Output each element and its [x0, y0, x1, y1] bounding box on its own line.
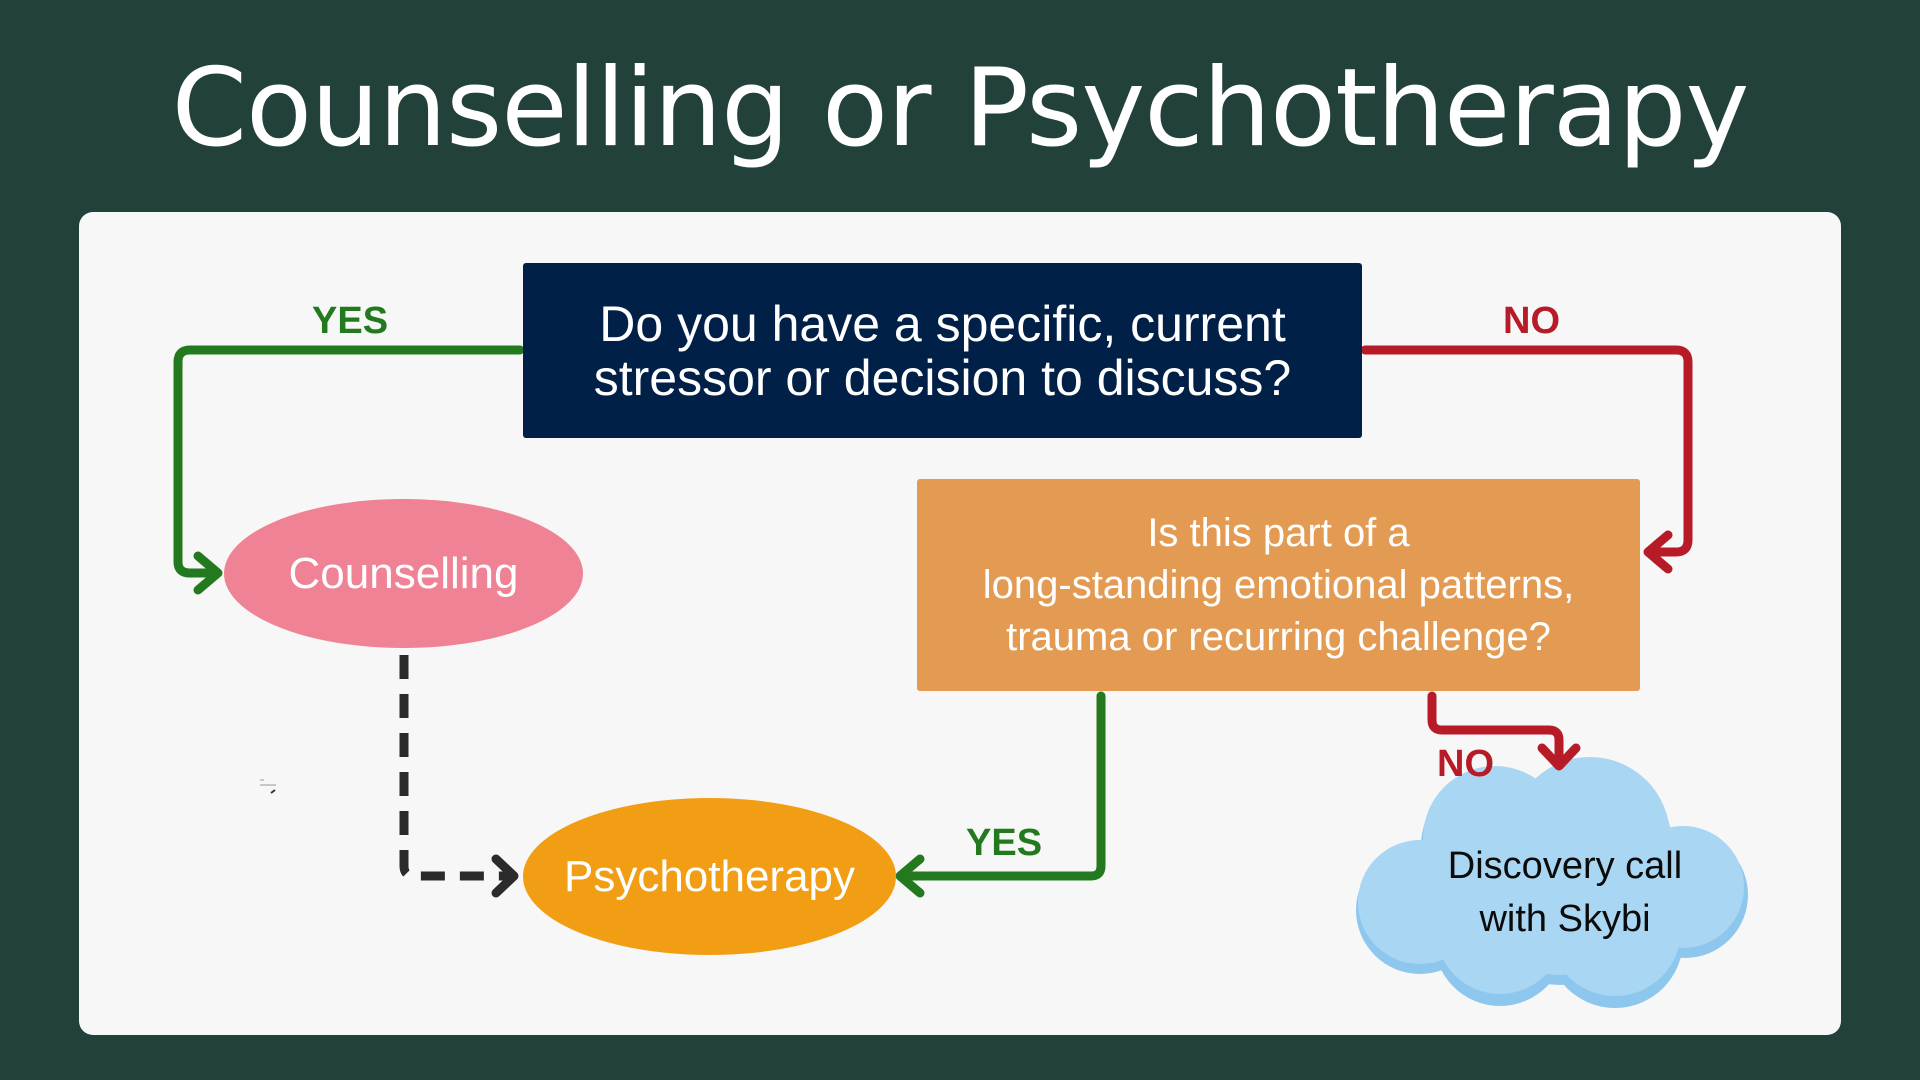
question-primary-line-1: Do you have a specific, current: [599, 295, 1286, 352]
discovery-line-1: Discovery call: [1447, 845, 1683, 887]
psychotherapy-node: Psychotherapy: [523, 798, 896, 955]
dashed-arrow-head-psychotherapy: [491, 854, 519, 898]
discovery-call-node: Discovery call with Skybi: [1380, 840, 1750, 946]
counselling-label: Counselling: [288, 548, 519, 598]
no-arrow-head-question-2: [1643, 530, 1673, 574]
yes-arrow-to-counselling: [173, 345, 525, 578]
discovery-line-2: with Skybi: [1479, 898, 1651, 940]
question-secondary-box: Is this part of a long-standing emotiona…: [917, 479, 1640, 691]
no-label-bottom: NO: [1437, 743, 1494, 785]
question-primary-line-2: stressor or decision to discuss?: [593, 349, 1292, 406]
yes-arrow-to-psychotherapy: [901, 691, 1106, 881]
dashed-arrow-to-psychotherapy: [399, 655, 508, 881]
counselling-node: Counselling: [224, 499, 583, 648]
no-arrow-head-discovery: [1537, 743, 1581, 771]
question-secondary-line-1: Is this part of a: [1147, 511, 1410, 555]
yes-label-top: YES: [312, 300, 389, 342]
question-secondary-line-3: trauma or recurring challenge?: [1006, 615, 1551, 659]
page-title: Counselling or Psychotherapy: [171, 46, 1750, 171]
question-secondary-line-2: long-standing emotional patterns,: [982, 563, 1575, 607]
no-label-top: NO: [1503, 300, 1560, 342]
no-arrow-to-discovery: [1427, 691, 1564, 765]
psychotherapy-label: Psychotherapy: [563, 851, 856, 901]
no-arrow-to-question-2: [1360, 345, 1693, 557]
yes-label-bottom: YES: [966, 822, 1043, 864]
yes-arrow-head-psychotherapy: [895, 854, 925, 898]
yes-arrow-head-counselling: [193, 551, 223, 595]
cloud-shape: [1356, 757, 1748, 1008]
small-artifact-icon: [260, 779, 276, 794]
question-primary-box: Do you have a specific, current stressor…: [523, 263, 1362, 438]
